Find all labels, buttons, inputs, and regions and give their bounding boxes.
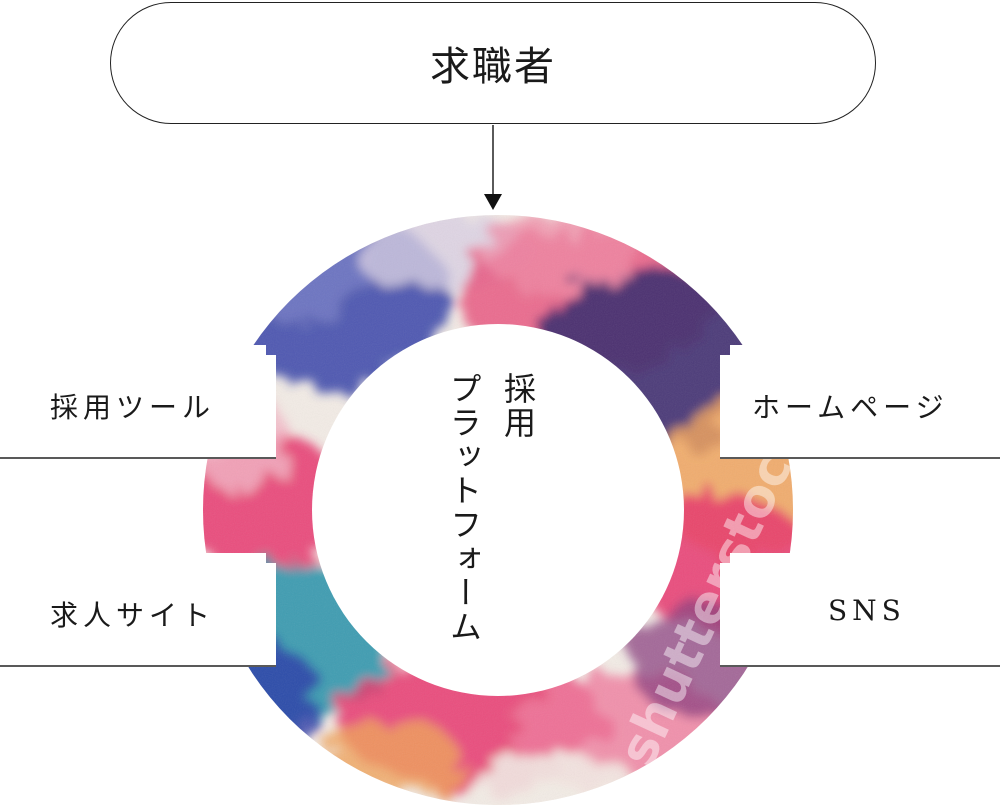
label-sns: SNS (828, 594, 906, 627)
center-label-line2: プラットフォーム (445, 372, 483, 644)
job-seeker-box: 求職者 (110, 2, 876, 124)
center-label-line1: 採用 (499, 372, 537, 440)
underline-rules (0, 457, 1000, 667)
arrow-head (484, 194, 502, 210)
label-job-sites: 求人サイト (50, 599, 216, 632)
right-tabs (720, 345, 1000, 667)
left-tabs (0, 345, 276, 667)
job-seeker-label: 求職者 (430, 44, 556, 90)
label-recruitment-tools: 採用ツール (50, 391, 216, 424)
center-circle (312, 324, 684, 696)
label-homepage: ホームページ (752, 391, 949, 424)
